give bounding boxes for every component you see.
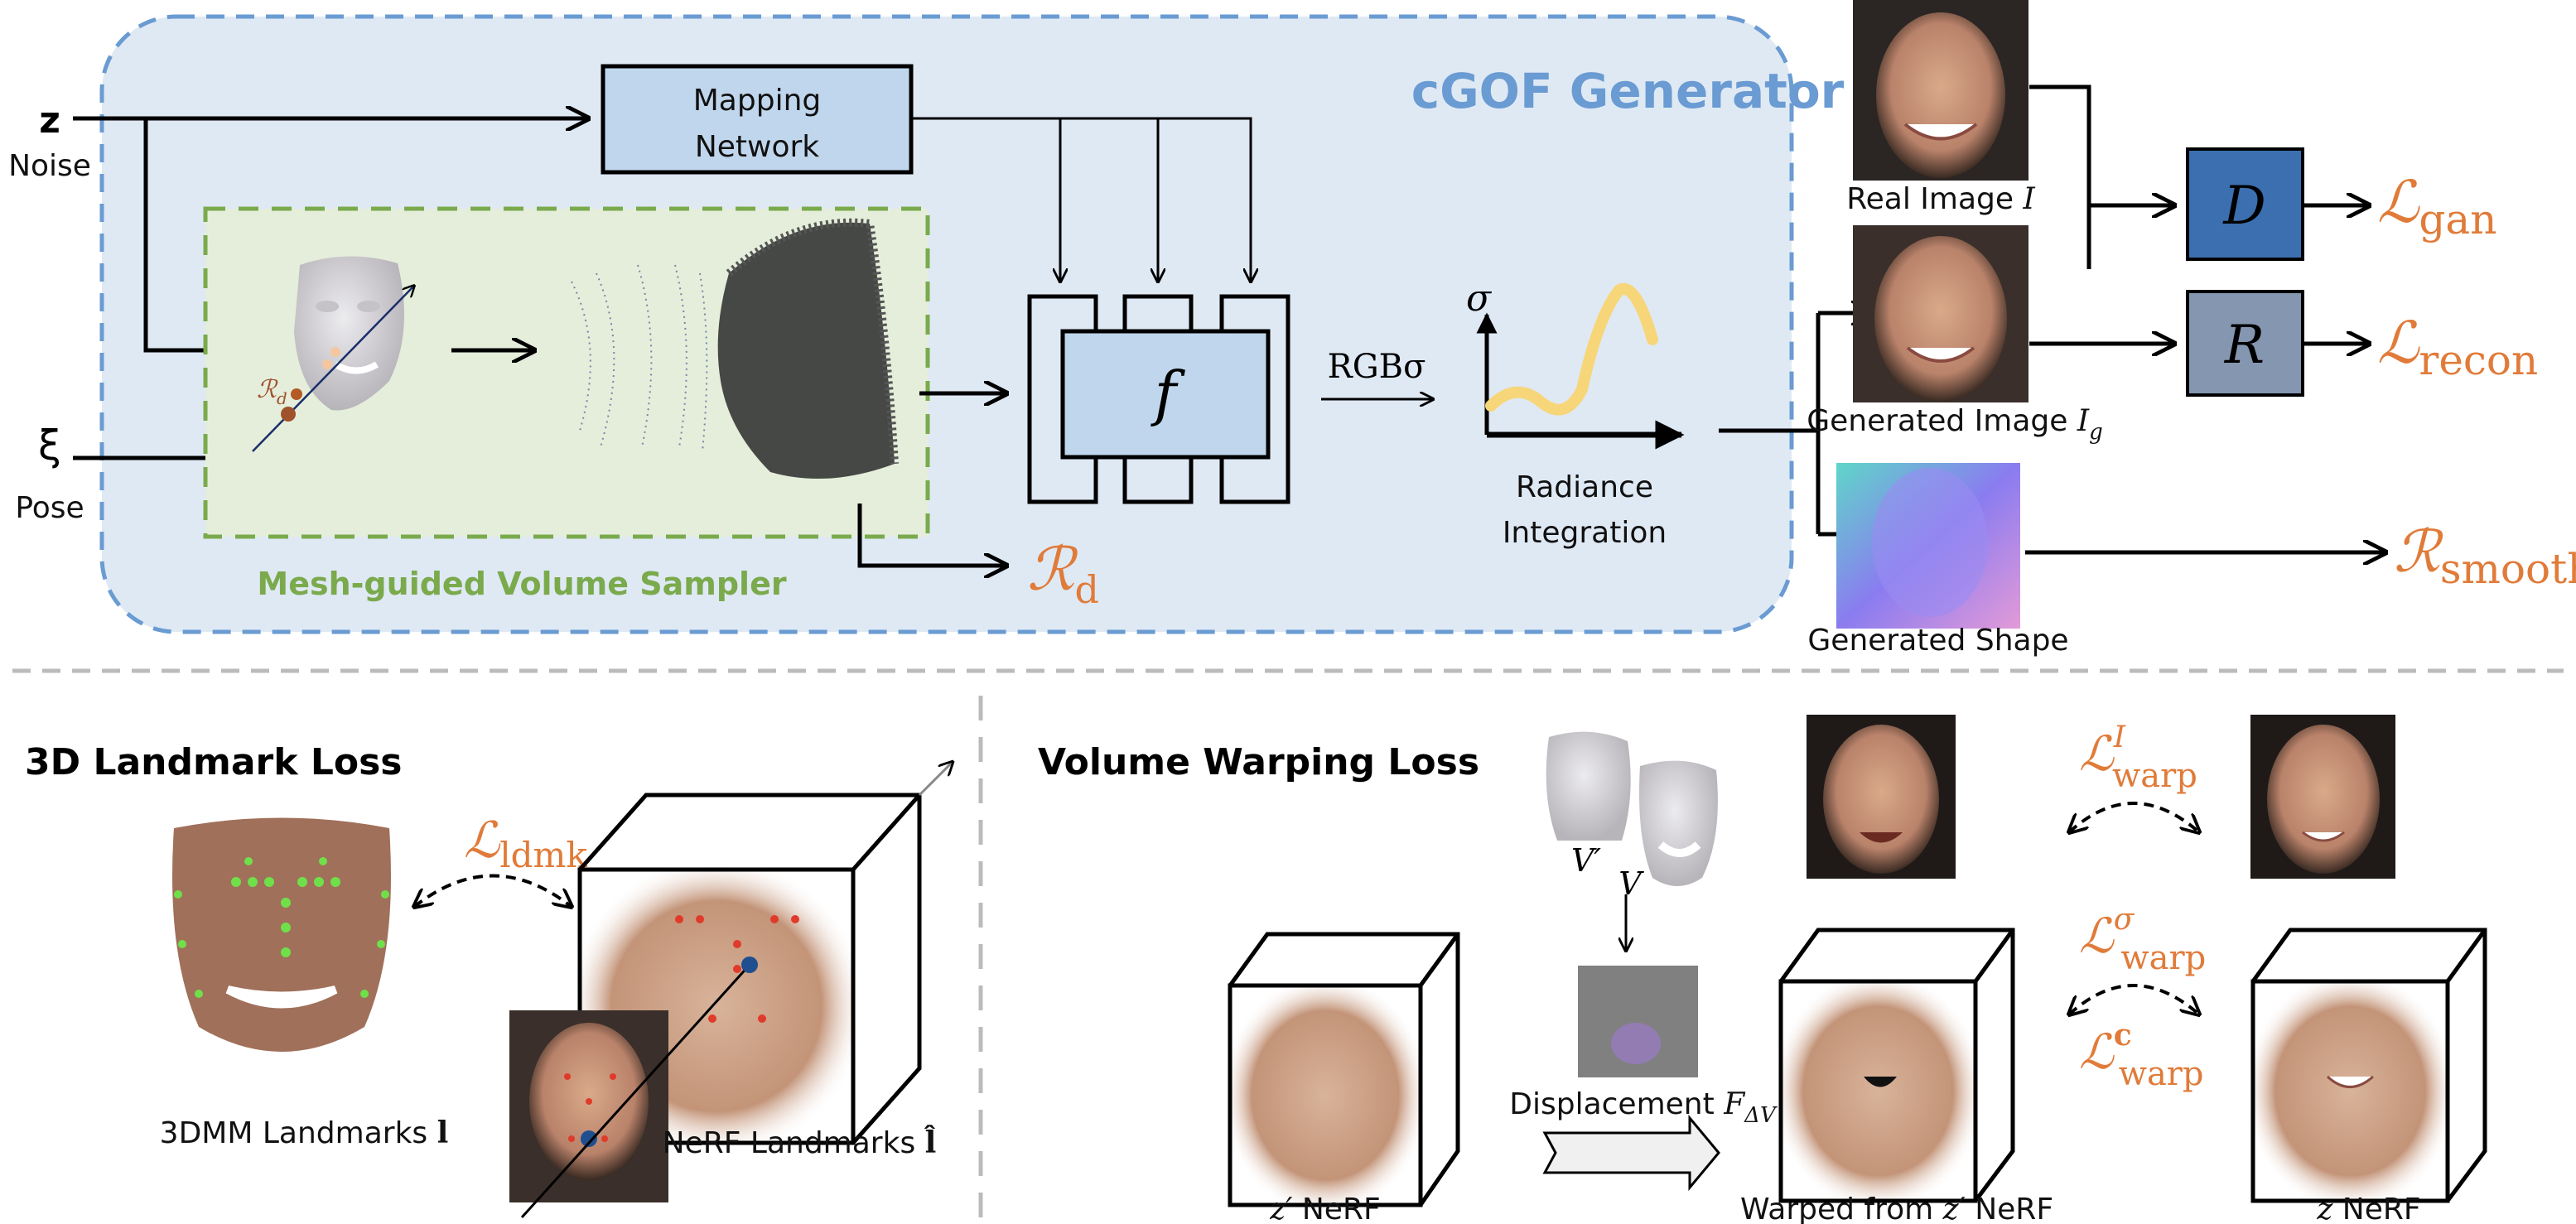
z-nerf-label: z NeRF [2316, 1193, 2420, 1224]
radiance-to-outputs [1719, 313, 1821, 534]
generated-shape-label: Generated Shape [1807, 624, 2068, 658]
mapping-network-box [601, 64, 914, 175]
pose-symbol: ξ [38, 422, 61, 470]
generated-image [1853, 225, 2028, 402]
warp-volume-dashed-arrow [2069, 984, 2199, 1014]
mesh-reg-loss: ℛd [1027, 534, 1099, 612]
ray-line [252, 286, 414, 452]
sampler-to-reg-arrow [857, 504, 1006, 566]
v-prime-label: V′ [1571, 842, 1601, 879]
displacement-label: Displacement FΔV [1509, 1087, 1778, 1128]
nerf-landmarks-label: NeRF Landmarks l̂ [663, 1125, 937, 1160]
generated-shape-image [1836, 463, 2020, 629]
mesh-face-image [294, 256, 404, 411]
generator-title: cGOF Generator [1411, 63, 1845, 119]
ldmk-dashed-arrow [414, 874, 572, 908]
mesh-v [1639, 760, 1718, 886]
recon-net-label: R [2224, 315, 2265, 376]
warped-rendered-face [1807, 715, 1956, 879]
radiance-curve [1485, 282, 1658, 416]
warp-image-dashed-arrow [2069, 802, 2199, 832]
warped-nerf-cube [1778, 928, 2015, 1203]
3dmm-landmarks-label: 3DMM Landmarks l [160, 1116, 449, 1150]
loss-recon: ℒrecon [2377, 309, 2538, 384]
warped-nerf-label: Warped from z′ NeRF [1740, 1193, 2053, 1224]
sample-point-curves [571, 264, 708, 452]
v-label: V [1618, 865, 1644, 902]
mesh-v-prime [1546, 731, 1631, 841]
loss-gan: ℒgan [2377, 168, 2496, 243]
zprime-nerf-cube [1228, 932, 1460, 1207]
sample-point [322, 359, 332, 369]
sample-point [330, 347, 340, 357]
rgb-sigma-label: RGBσ [1328, 348, 1426, 386]
f-network-box [1060, 329, 1271, 460]
warping-section-title: Volume Warping Loss [1038, 741, 1479, 783]
z-nerf-cube [2250, 928, 2487, 1203]
volume-sampler-label: Mesh-guided Volume Sampler [257, 566, 786, 602]
z-rendered-face [2250, 715, 2395, 879]
sigma-axis-label: σ [1466, 277, 1493, 320]
sample-point [291, 388, 302, 400]
point-cloud-head [717, 218, 899, 479]
mapping-to-f-arrows [911, 117, 1251, 282]
landmark-section-title: 3D Landmark Loss [25, 741, 402, 783]
small-landmark-face [509, 1010, 668, 1202]
zprime-nerf-label: z′ NeRF [1269, 1193, 1380, 1224]
real-image-label: Real Image I [1846, 182, 2035, 216]
warp-big-arrow [1542, 1114, 1720, 1192]
noise-label: Noise [8, 149, 91, 183]
real-to-d-connector [2029, 84, 2091, 269]
loss-ldmk: ℒldmk [464, 812, 587, 875]
discriminator-label: D [2222, 176, 2265, 237]
landmark-ray [520, 963, 751, 1219]
landmark-ray-point [741, 957, 758, 973]
real-image [1853, 0, 2028, 181]
sample-point [281, 407, 296, 422]
discriminator-box [2186, 147, 2304, 261]
displacement-field-image [1578, 966, 1698, 1077]
pose-label: Pose [15, 491, 84, 525]
generated-image-label: Generated Image Ig [1807, 404, 2103, 445]
reg-smooth: ℛsmooth [2394, 518, 2576, 593]
3dmm-landmark-face [172, 817, 391, 1052]
noise-symbol: z [39, 99, 60, 142]
mesh-reg-small: ℛd [257, 375, 287, 408]
